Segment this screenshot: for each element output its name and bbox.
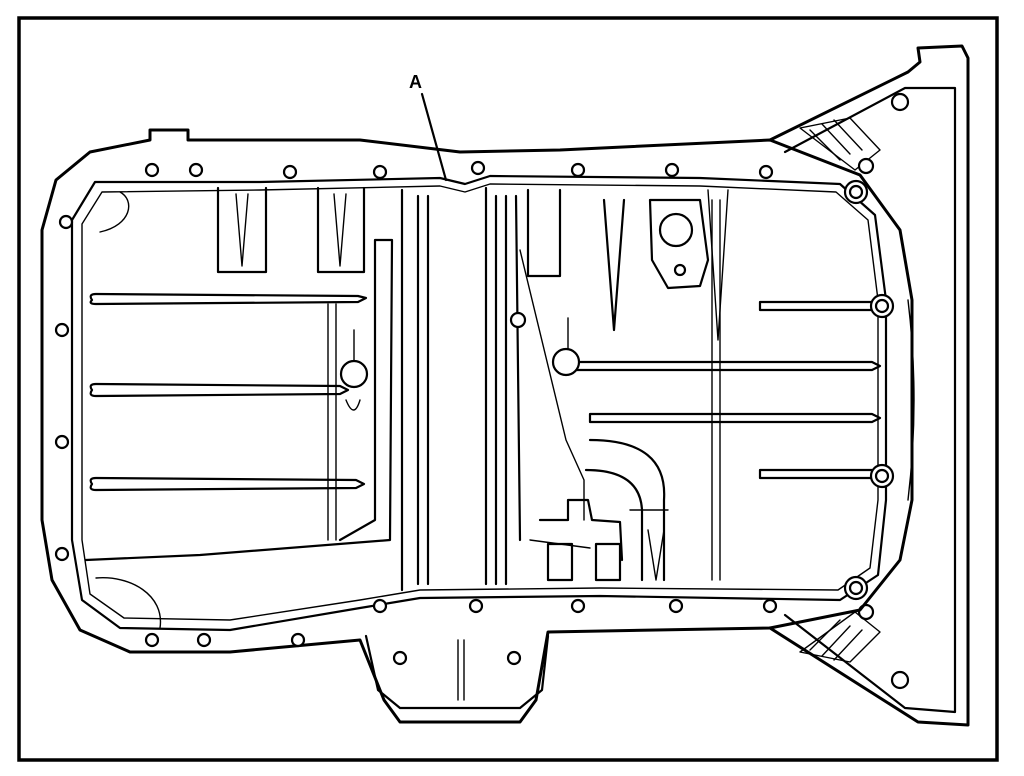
large-bolts bbox=[843, 179, 895, 601]
diagram-border bbox=[17, 16, 999, 762]
pan-flange-outline bbox=[40, 128, 914, 724]
callout-label-a: A bbox=[409, 72, 422, 92]
sump-wall bbox=[84, 238, 394, 562]
gasket-line bbox=[70, 174, 888, 632]
bellhousing-flange bbox=[768, 44, 970, 727]
callout-leader-a bbox=[420, 92, 448, 182]
strainer-pipe bbox=[529, 199, 721, 582]
flange-bolt-holes bbox=[54, 160, 778, 648]
front-tab bbox=[364, 634, 550, 710]
baffle-slots bbox=[216, 186, 729, 341]
sensor-boss bbox=[648, 198, 710, 290]
rib-boss-center bbox=[551, 347, 581, 377]
rib-boss-left bbox=[339, 359, 369, 389]
horizontal-ribs bbox=[89, 292, 882, 541]
center-channel bbox=[400, 186, 585, 592]
